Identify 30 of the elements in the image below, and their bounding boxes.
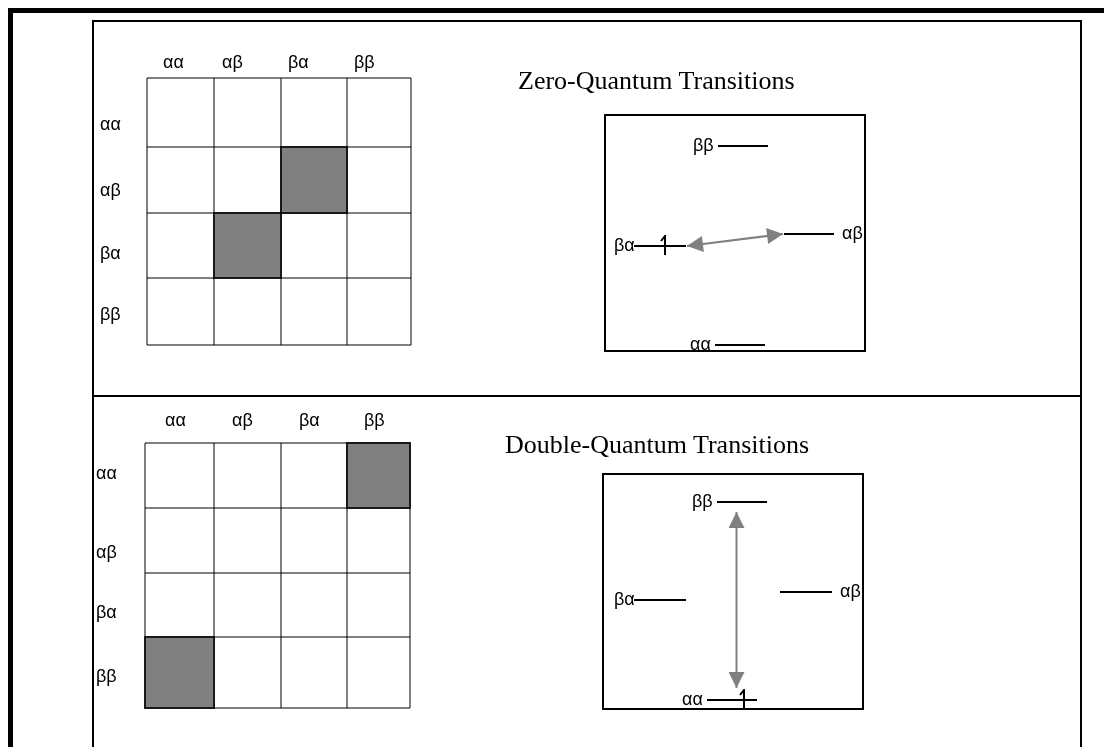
level-label: ββ (693, 135, 714, 155)
column-header: αβ (232, 410, 253, 430)
panel-title: Double-Quantum Transitions (505, 430, 810, 460)
row-header: αβ (100, 180, 121, 200)
column-header: βα (288, 52, 309, 72)
row-header: αβ (96, 542, 117, 562)
double-arrow (686, 228, 784, 252)
level-label: ββ (692, 491, 713, 511)
panel-title: Zero-Quantum Transitions (518, 66, 795, 96)
energy-level-box (604, 114, 866, 352)
energy-level-box (602, 473, 864, 710)
level-label: βα (614, 235, 635, 255)
double-arrow (728, 511, 745, 689)
row-header: ββ (96, 666, 117, 686)
level-label: αβ (842, 223, 863, 243)
row-header: αα (96, 463, 117, 483)
level-label: αα (690, 334, 711, 354)
row-header: βα (100, 243, 121, 263)
column-header: αα (163, 52, 184, 72)
level-label: αα (682, 689, 703, 709)
column-header: ββ (354, 52, 375, 72)
row-header: ββ (100, 304, 121, 324)
column-header: βα (299, 410, 320, 430)
row-header: αα (100, 114, 121, 134)
column-header: ββ (364, 410, 385, 430)
level-label: αβ (840, 581, 861, 601)
column-header: αα (165, 410, 186, 430)
row-header: βα (96, 602, 117, 622)
level-label: βα (614, 589, 635, 609)
column-header: αβ (222, 52, 243, 72)
